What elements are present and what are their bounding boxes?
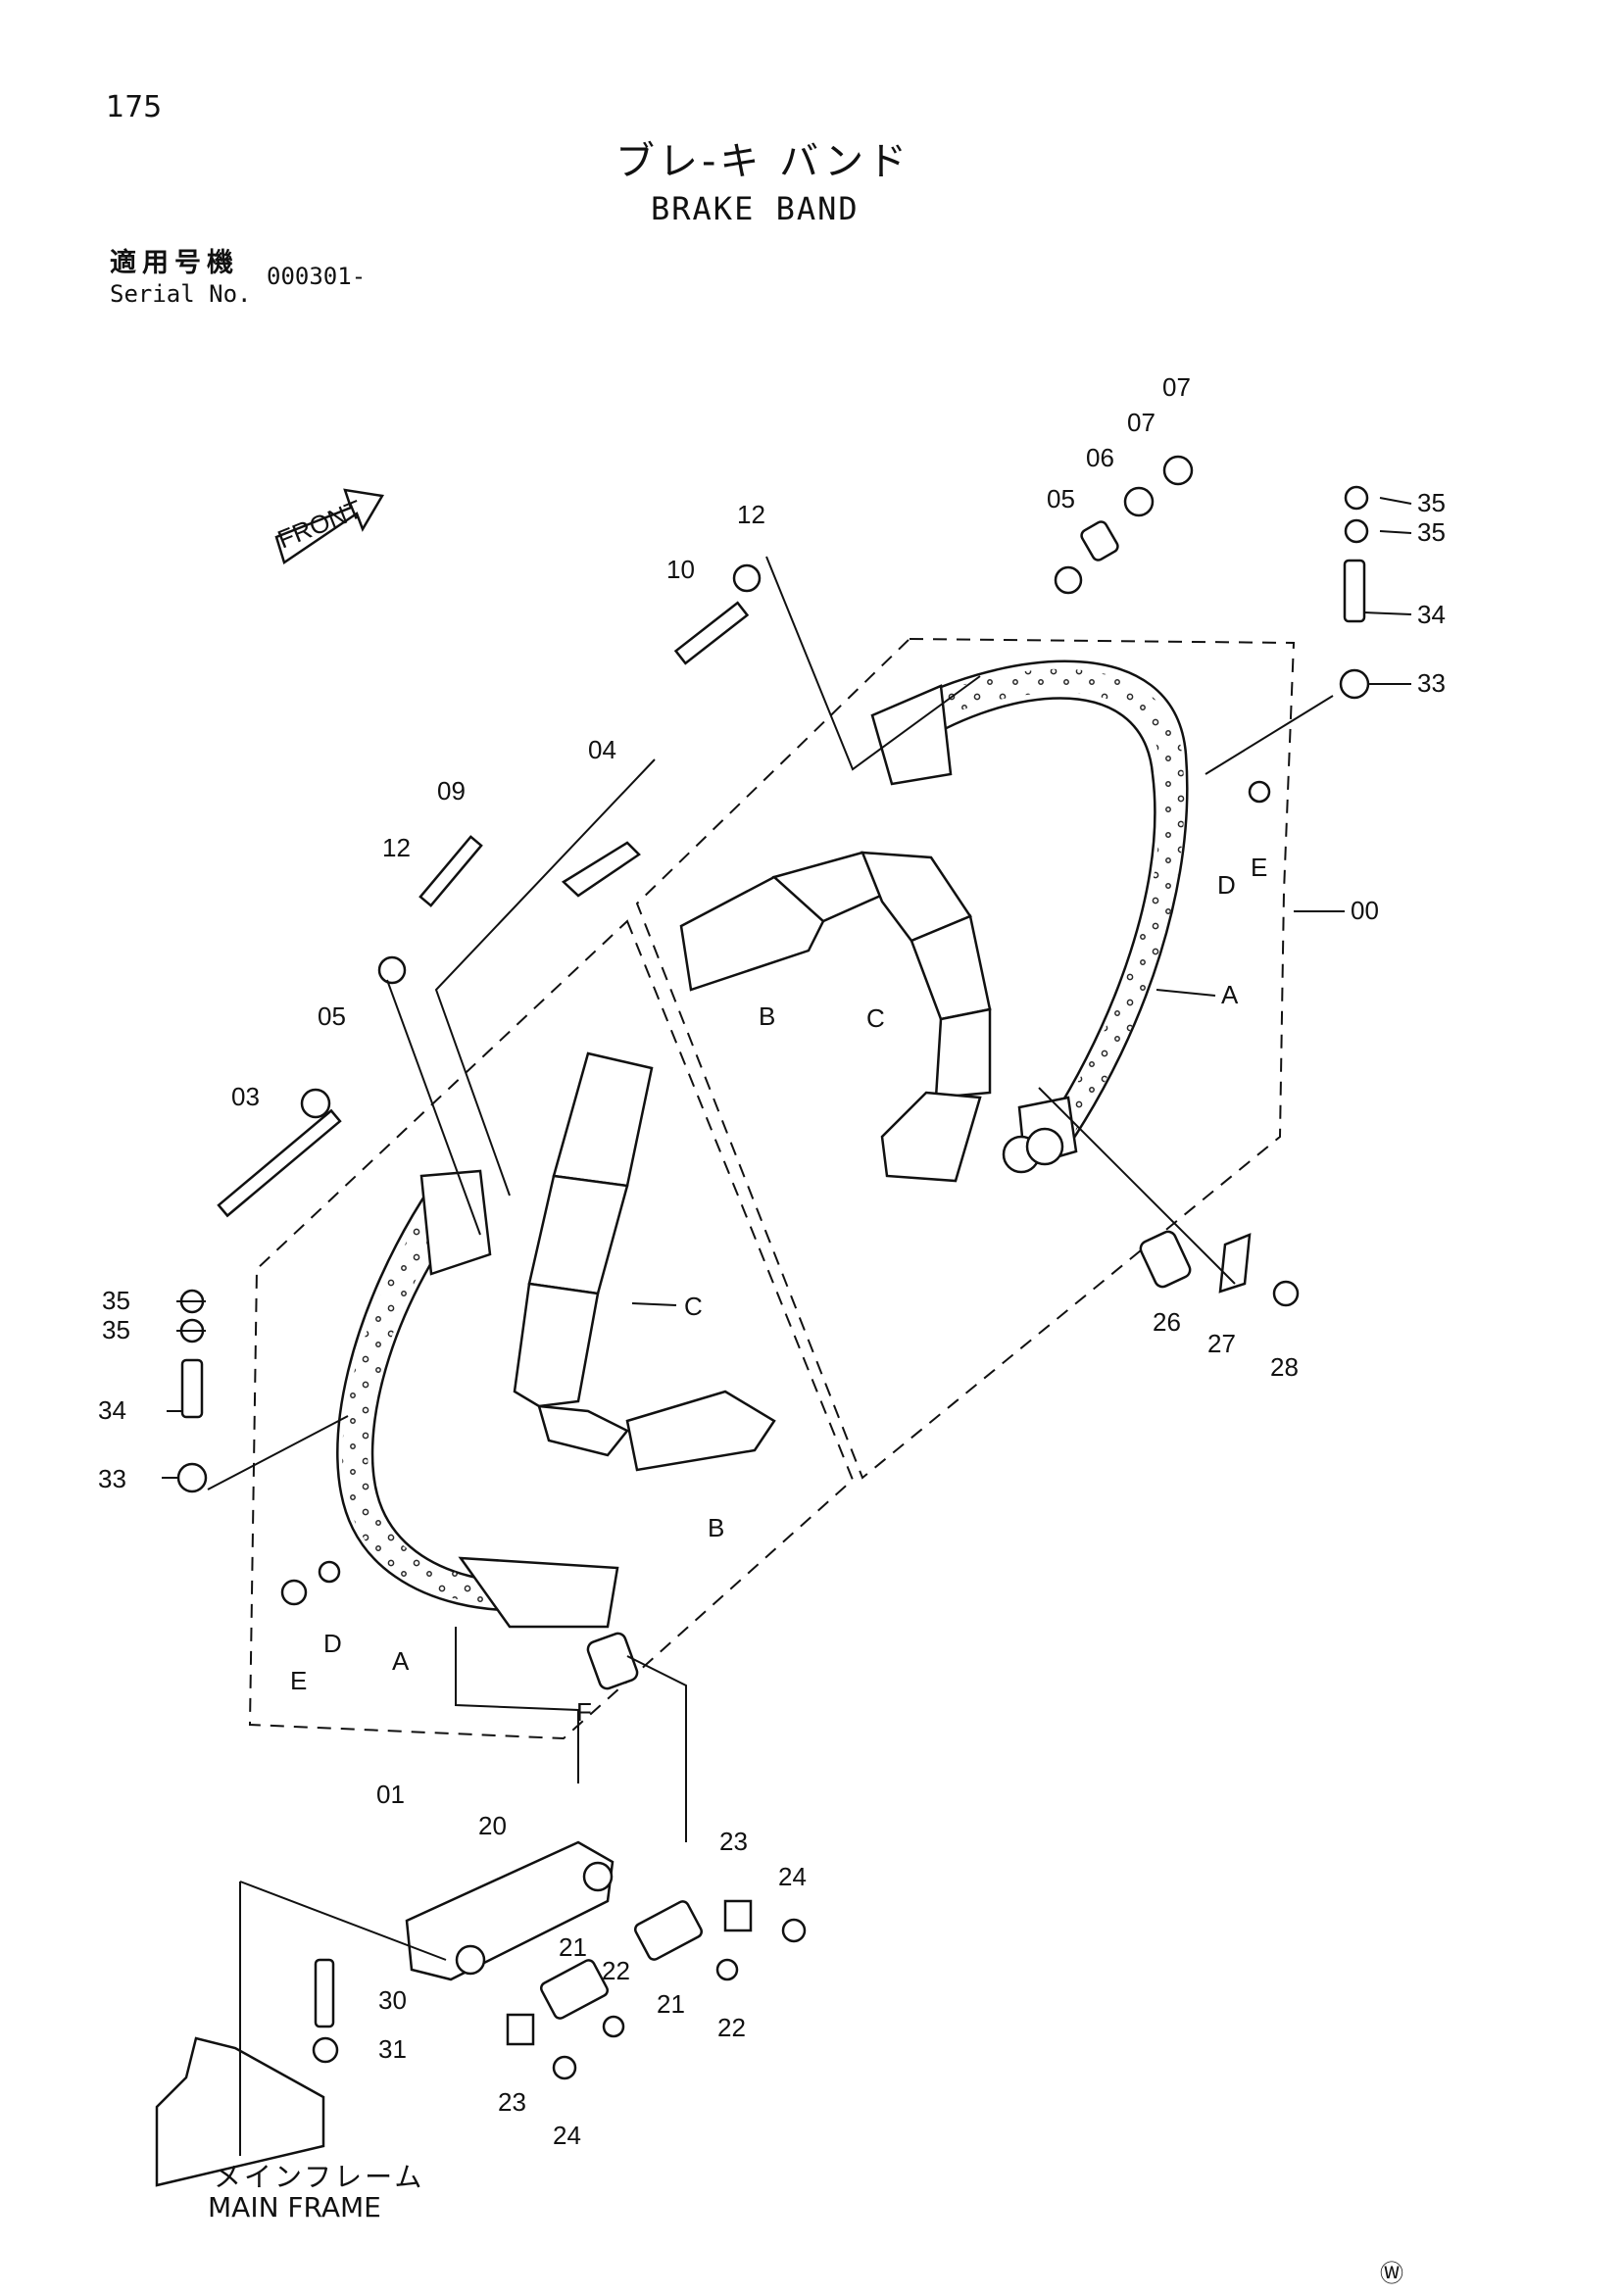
assembly-boundary-01 bbox=[248, 919, 855, 1740]
callout-07-upper: 07 bbox=[1162, 372, 1191, 402]
callout-12-right: 12 bbox=[737, 500, 765, 529]
callout-a-right: A bbox=[1221, 980, 1239, 1009]
callout-09: 09 bbox=[437, 776, 466, 806]
callout-labels: 07 07 06 05 12 10 35 35 34 33 04 09 12 D… bbox=[98, 372, 1446, 2150]
callout-35-left-b: 35 bbox=[102, 1315, 130, 1344]
callout-05-left: 05 bbox=[318, 1001, 346, 1031]
brake-band-upper bbox=[870, 659, 1189, 1174]
callout-12-left: 12 bbox=[382, 833, 411, 862]
callout-c-left: C bbox=[684, 1292, 703, 1321]
leader-lines bbox=[162, 497, 1412, 2156]
callout-22-left: 22 bbox=[602, 1956, 630, 1985]
callout-28: 28 bbox=[1270, 1352, 1299, 1382]
assembly-boundary-00 bbox=[635, 637, 1296, 1480]
callout-10: 10 bbox=[666, 555, 695, 584]
callout-33-left: 33 bbox=[98, 1464, 126, 1493]
front-arrow-label: FRONT bbox=[273, 494, 366, 554]
callout-e-right: E bbox=[1251, 853, 1267, 882]
corner-mark: Ⓦ bbox=[1380, 2260, 1403, 2287]
callout-b-left: B bbox=[708, 1513, 724, 1542]
callout-35-right-b: 35 bbox=[1417, 517, 1446, 547]
callout-c-right: C bbox=[866, 1003, 885, 1033]
callout-07-lower: 07 bbox=[1127, 408, 1156, 437]
callout-24-lower: 24 bbox=[553, 2121, 581, 2150]
callout-35-left-a: 35 bbox=[102, 1286, 130, 1315]
hardware-parts bbox=[176, 455, 1370, 2080]
callout-06: 06 bbox=[1086, 443, 1114, 472]
brake-lining-lower bbox=[513, 1051, 776, 1472]
title-japanese: ブレ-キ バンド bbox=[615, 139, 911, 184]
main-frame-label-japanese: メインフレーム bbox=[214, 2161, 425, 2193]
callout-21-left: 21 bbox=[559, 1932, 587, 1962]
callout-35-right-a: 35 bbox=[1417, 488, 1446, 517]
page-number: 175 bbox=[106, 90, 163, 124]
serial-number-value: 000301- bbox=[267, 263, 367, 290]
callout-e-left: E bbox=[290, 1666, 307, 1695]
serial-label-japanese: 適用号機 bbox=[110, 248, 239, 278]
callout-a-left: A bbox=[392, 1646, 410, 1676]
callout-26: 26 bbox=[1153, 1307, 1181, 1337]
callout-23-upper: 23 bbox=[719, 1827, 748, 1856]
callout-31: 31 bbox=[378, 2034, 407, 2064]
callout-22-right: 22 bbox=[717, 2013, 746, 2042]
callout-05-right: 05 bbox=[1047, 484, 1075, 513]
callout-01: 01 bbox=[376, 1780, 405, 1809]
front-arrow: FRONT bbox=[273, 488, 385, 564]
callout-33-right: 33 bbox=[1417, 668, 1446, 698]
callout-34-right: 34 bbox=[1417, 600, 1446, 629]
callout-b-right: B bbox=[759, 1001, 775, 1031]
callout-d-right: D bbox=[1217, 870, 1236, 900]
callout-03: 03 bbox=[231, 1082, 260, 1111]
callout-04: 04 bbox=[588, 735, 616, 764]
serial-label-english: Serial No. bbox=[110, 280, 252, 308]
title-english: BRAKE BAND bbox=[651, 190, 860, 227]
main-frame-label-english: MAIN FRAME bbox=[208, 2191, 381, 2223]
callout-20: 20 bbox=[478, 1811, 507, 1840]
link-part-20 bbox=[405, 1840, 615, 1981]
callout-d-left: D bbox=[323, 1629, 342, 1658]
callout-34-left: 34 bbox=[98, 1395, 126, 1425]
callout-21-right: 21 bbox=[657, 1989, 685, 2019]
brake-lining-upper bbox=[679, 851, 992, 1183]
callout-00: 00 bbox=[1351, 896, 1379, 925]
callout-27: 27 bbox=[1207, 1329, 1236, 1358]
callout-f: F bbox=[576, 1697, 592, 1727]
brake-band-lower bbox=[336, 1169, 619, 1629]
callout-23-lower: 23 bbox=[498, 2087, 526, 2117]
callout-30: 30 bbox=[378, 1985, 407, 2015]
callout-24-upper: 24 bbox=[778, 1862, 807, 1891]
